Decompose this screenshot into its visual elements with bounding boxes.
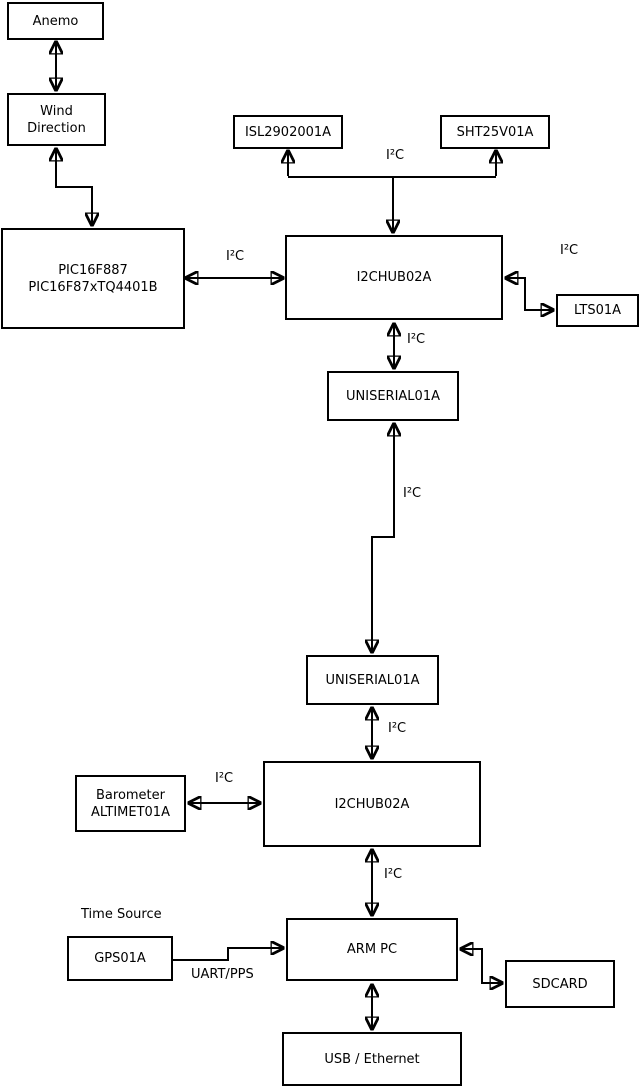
box-usb-ethernet: USB / Ethernet <box>282 1032 462 1086</box>
box-wind-direction-label-line1: Wind <box>40 103 73 119</box>
connector-hub1-to-lts <box>524 277 553 310</box>
box-wind-direction: Wind Direction <box>7 93 106 146</box>
box-anemometer-label: Anemo <box>32 13 79 29</box>
bus-label-i2c-hub2-arm: I²C <box>384 867 403 882</box>
box-sdcard: SDCARD <box>505 960 615 1008</box>
bus-label-i2c-uni1-uni2: I²C <box>403 486 422 501</box>
box-pic-microcontroller: PIC16F887 PIC16F87xTQ4401B <box>1 228 185 329</box>
box-i2c-hub-bottom: I2CHUB02A <box>263 761 481 847</box>
bus-label-i2c-lts: I²C <box>560 243 579 258</box>
box-anemometer: Anemo <box>7 2 104 40</box>
box-lts-sensor: LTS01A <box>556 294 639 327</box>
box-barometer-label-line2: ALTIMET01A <box>91 804 170 820</box>
box-wind-direction-label-line2: Direction <box>27 120 86 136</box>
box-sht-sensor-label: SHT25V01A <box>456 124 534 140</box>
box-lts-sensor-label: LTS01A <box>573 303 622 318</box>
box-uniserial-top-label: UNISERIAL01A <box>346 388 440 404</box>
box-sht-sensor: SHT25V01A <box>440 115 550 149</box>
box-isl-sensor: ISL2902001A <box>233 115 343 149</box>
box-gps-label: GPS01A <box>94 951 146 966</box>
bus-label-i2c-hub1-uni1: I²C <box>407 332 426 347</box>
connector-uni1-uni2-i2c <box>372 424 394 652</box>
box-uniserial-bottom: UNISERIAL01A <box>306 655 439 705</box>
box-arm-pc: ARM PC <box>286 918 458 981</box>
connector-wind-pic <box>56 149 92 225</box>
bus-label-uart-pps: UART/PPS <box>191 967 254 982</box>
box-i2c-hub-top: I2CHUB02A <box>285 235 503 320</box>
box-pic-label-line2: PIC16F87xTQ4401B <box>28 279 158 295</box>
box-pic-label-line1: PIC16F887 <box>58 262 128 278</box>
box-gps: GPS01A <box>67 936 173 981</box>
box-uniserial-top: UNISERIAL01A <box>327 371 459 421</box>
box-usb-ethernet-label: USB / Ethernet <box>324 1051 420 1067</box>
bus-label-i2c-sensors: I²C <box>386 148 405 163</box>
box-arm-pc-label: ARM PC <box>346 942 398 957</box>
bus-label-i2c-pic: I²C <box>226 249 245 264</box>
box-isl-sensor-label: ISL2902001A <box>244 124 332 140</box>
box-barometer: Barometer ALTIMET01A <box>75 775 186 832</box>
box-i2c-hub-top-label: I2CHUB02A <box>356 270 432 285</box>
bus-label-i2c-barometer: I²C <box>215 771 234 786</box>
box-uniserial-bottom-label: UNISERIAL01A <box>325 672 420 688</box>
label-time-source: Time Source <box>81 907 162 922</box>
connector-gps-armpc-uart <box>173 948 283 961</box>
box-i2c-hub-bottom-label: I2CHUB02A <box>334 796 410 812</box>
connector-armpc-to-sdcard <box>481 948 502 983</box>
box-barometer-label-line1: Barometer <box>96 787 165 803</box>
bus-label-i2c-uni2-hub2: I²C <box>388 721 407 736</box>
box-sdcard-label: SDCARD <box>532 976 588 992</box>
